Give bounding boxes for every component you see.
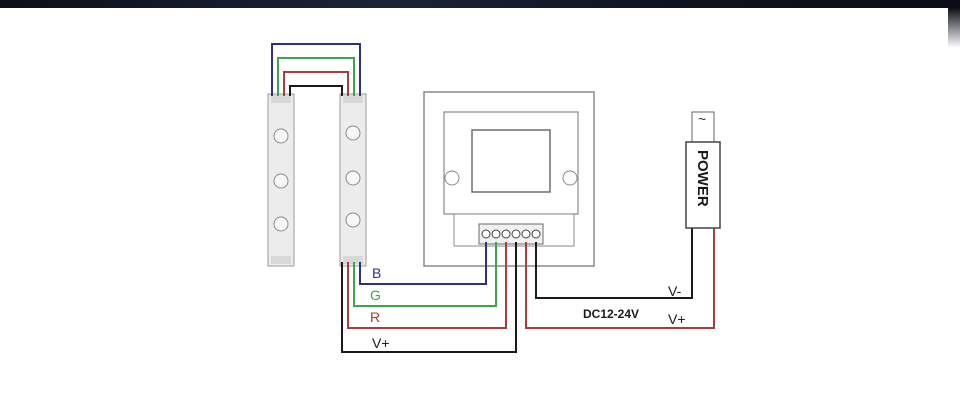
- loop-wire-red: [283, 71, 349, 96]
- wire-vminus: [535, 228, 693, 299]
- label-g: G: [370, 287, 381, 303]
- label-vminus: V-: [668, 283, 682, 299]
- label-b: B: [372, 265, 381, 281]
- label-r: R: [370, 309, 380, 325]
- window-edge: [948, 8, 960, 48]
- label-vplus-strip: V+: [372, 335, 390, 351]
- label-dc-voltage: DC12-24V: [583, 307, 639, 321]
- label-tilde: ~: [698, 111, 706, 127]
- controller-panel: [423, 91, 595, 267]
- led-strip-left: [267, 93, 295, 267]
- terminal-screws: [481, 229, 541, 239]
- wire-vplus: [341, 242, 517, 353]
- power-supply: [685, 111, 721, 229]
- wire-g: [353, 242, 497, 307]
- loop-wire-green: [277, 57, 355, 96]
- loop-wire-blue: [271, 43, 361, 96]
- wire-r: [347, 242, 507, 329]
- loop-wires: [271, 43, 361, 96]
- loop-wire-black: [289, 85, 343, 96]
- output-wires: [341, 242, 517, 353]
- power-wires: [525, 228, 715, 329]
- top-border: [0, 0, 960, 8]
- led-strip-right: [339, 93, 367, 267]
- label-power: POWER: [694, 150, 711, 207]
- wire-vplus-power: [525, 228, 715, 329]
- label-vplus-power: V+: [668, 311, 686, 327]
- wire-b: [359, 242, 487, 285]
